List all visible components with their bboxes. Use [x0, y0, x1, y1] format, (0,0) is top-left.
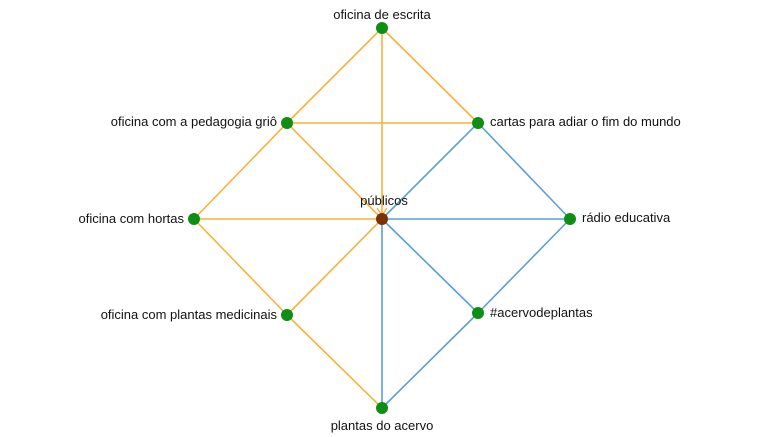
node-label-cartas: cartas para adiar o fim do mundo: [490, 114, 681, 129]
edge-radio-acervodeplantas: [477, 218, 571, 314]
node-label-radio: rádio educativa: [582, 210, 671, 225]
nodes-layer: [188, 22, 576, 414]
node-acervodeplantas[interactable]: [472, 307, 484, 319]
edge-acervodeplantas-plantas-do-acervo: [381, 312, 479, 409]
edge-oficina-de-escrita-cartas: [381, 27, 479, 124]
labels-layer: oficina de escrita cartas para adiar o fi…: [79, 7, 681, 433]
edge-acervodeplantas-publicos: [381, 218, 479, 314]
node-oficina-de-escrita[interactable]: [376, 22, 388, 34]
node-grio[interactable]: [281, 117, 293, 129]
edge-hortas-plantas-medicinais: [193, 218, 288, 316]
edges-layer: [193, 27, 571, 409]
node-label-oficina-de-escrita: oficina de escrita: [333, 7, 431, 22]
edge-plantas-medicinais-publicos: [286, 218, 383, 316]
edge-oficina-de-escrita-grio: [286, 27, 383, 124]
node-hortas[interactable]: [188, 213, 200, 225]
node-publicos[interactable]: [376, 213, 388, 225]
edge-cartas-radio: [477, 122, 571, 220]
node-label-grio: oficina com a pedagogia griô: [111, 114, 277, 129]
node-radio[interactable]: [564, 213, 576, 225]
edge-plantas-medicinais-plantas-do-acervo: [286, 314, 383, 409]
node-label-publicos: públicos: [360, 193, 408, 208]
edge-cartas-publicos: [381, 122, 479, 220]
node-label-plantas-do-acervo: plantas do acervo: [331, 418, 434, 433]
edge-grio-publicos: [286, 122, 383, 220]
node-plantas-do-acervo[interactable]: [376, 402, 388, 414]
node-label-acervodeplantas: #acervodeplantas: [490, 305, 593, 320]
node-label-plantas-medicinais: oficina com plantas medicinais: [101, 307, 278, 322]
node-plantas-medicinais[interactable]: [281, 309, 293, 321]
node-cartas[interactable]: [472, 117, 484, 129]
edge-grio-hortas: [193, 122, 288, 220]
node-label-hortas: oficina com hortas: [79, 211, 185, 226]
